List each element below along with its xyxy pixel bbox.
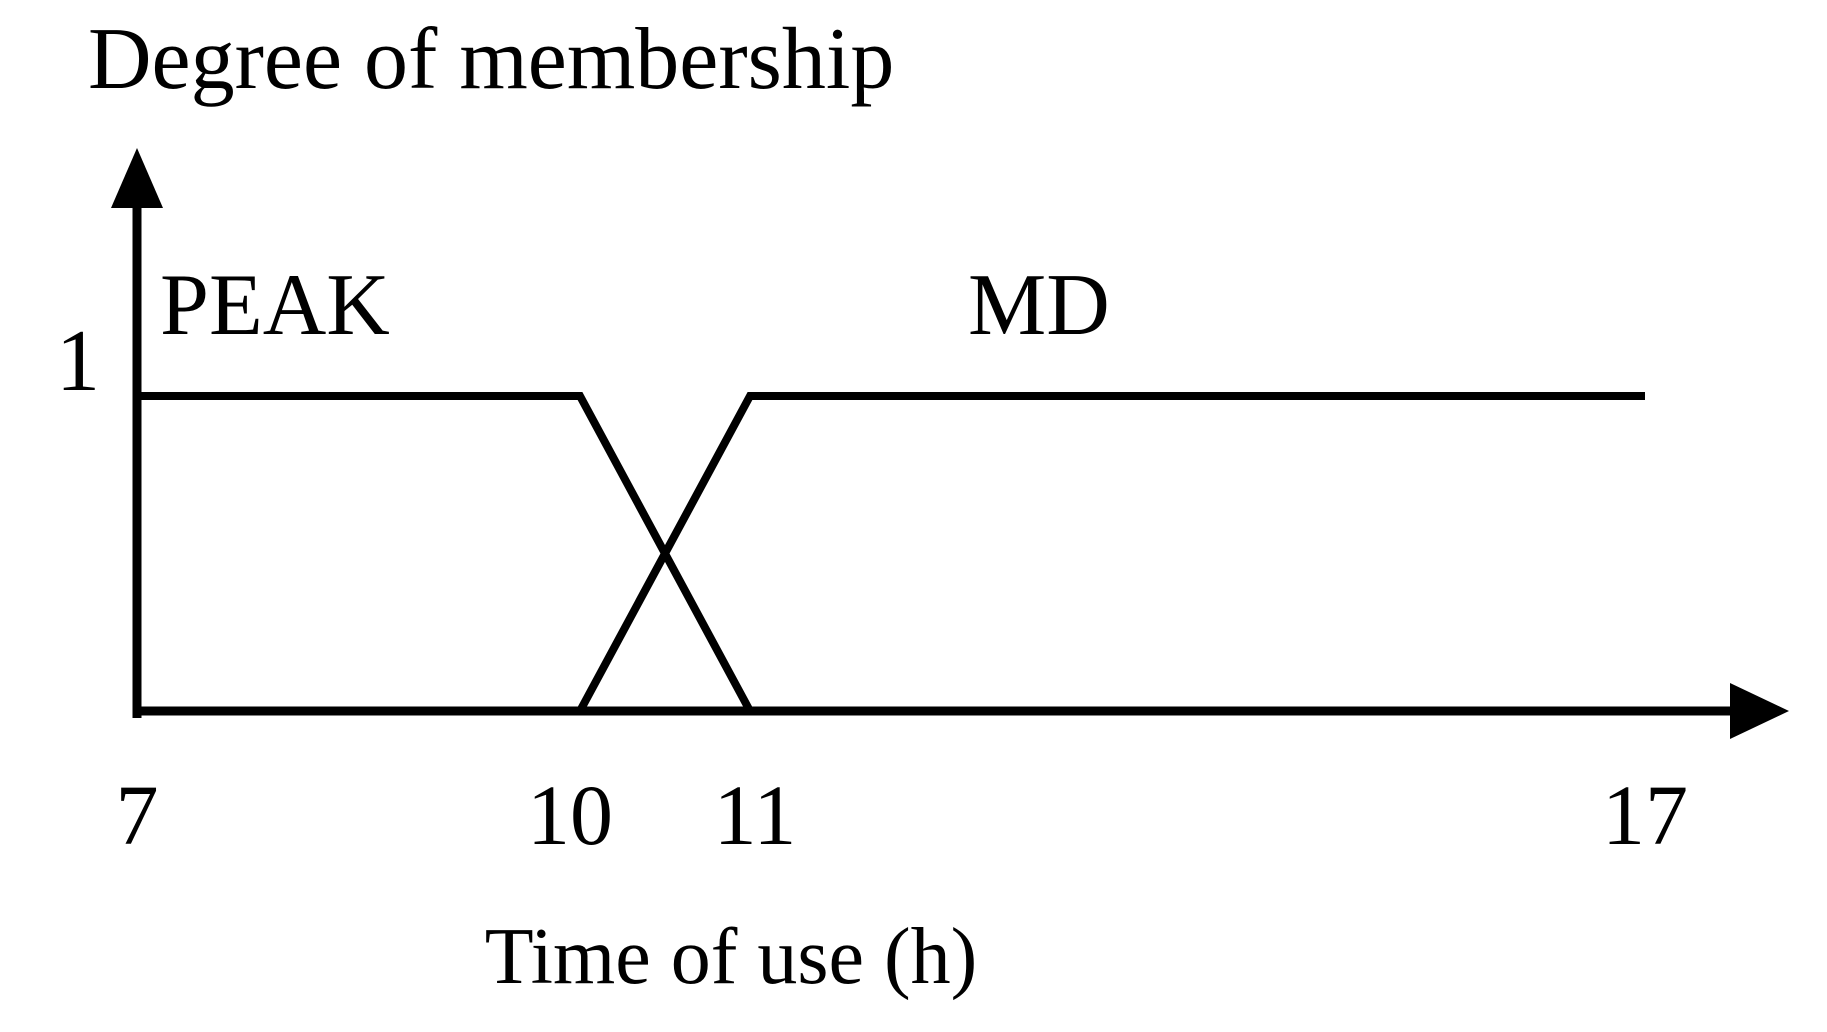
x-tick-label-17: 17	[1602, 767, 1688, 863]
membership-curves	[137, 392, 1645, 713]
x-axis-arrowhead-icon	[1730, 683, 1789, 739]
series-peak-line	[137, 392, 754, 713]
y-tick-label-1: 1	[56, 313, 100, 410]
peak-set-label: PEAK	[160, 257, 390, 354]
x-axis-title: Time of use (h)	[484, 913, 978, 1001]
y-axis-title: Degree of membership	[88, 11, 895, 108]
y-axis-arrowhead-icon	[111, 148, 163, 208]
md-set-label: MD	[968, 257, 1110, 354]
x-tick-label-7: 7	[115, 767, 159, 863]
x-tick-label-11: 11	[713, 767, 797, 863]
series-md-line	[576, 392, 1645, 713]
x-tick-label-10: 10	[527, 767, 613, 863]
